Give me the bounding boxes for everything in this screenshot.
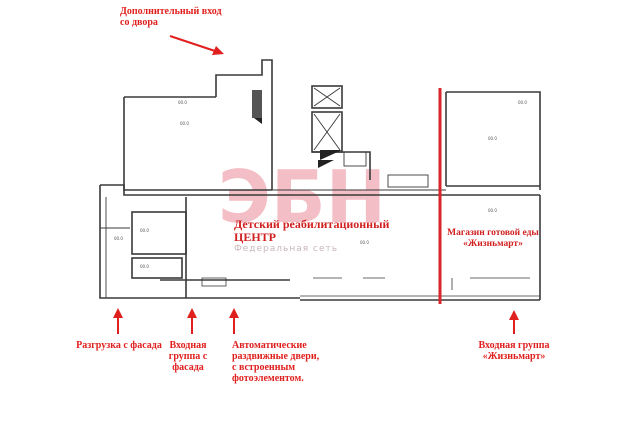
plan-walls — [99, 59, 541, 301]
svg-text:00.0: 00.0 — [140, 264, 149, 269]
svg-text:00.0: 00.0 — [178, 100, 187, 105]
elevator-shafts — [313, 87, 341, 151]
watermark-tagline: Федеральная сеть — [234, 244, 339, 254]
svg-text:00.0: 00.0 — [140, 228, 149, 233]
watermark-logo: ЭБН — [218, 155, 386, 239]
facade-entrance-label: Входная группа с фасада — [168, 340, 208, 373]
store-entrance-label: Входная группа «Жизньмарт» — [478, 340, 550, 362]
rehab-center-label: Детский реабилитационный ЦЕНТР — [234, 217, 390, 244]
stairs — [252, 90, 342, 168]
svg-text:00.0: 00.0 — [488, 136, 497, 141]
auto-doors-label: Автоматические раздвижные двери, с встро… — [232, 340, 320, 384]
dimension-marks: 00.0 00.0 00.0 00.0 00.0 00.0 00.0 00.0 … — [114, 100, 527, 269]
svg-text:00.0: 00.0 — [488, 208, 497, 213]
svg-text:00.0: 00.0 — [518, 100, 527, 105]
red-arrows — [113, 35, 519, 334]
svg-text:00.0: 00.0 — [180, 121, 189, 126]
grocery-store-label: Магазин готовой еды «Жизньмарт» — [447, 228, 539, 249]
unloading-label: Разгрузка с фасада — [76, 340, 162, 351]
svg-text:00.0: 00.0 — [360, 240, 369, 245]
svg-text:00.0: 00.0 — [114, 236, 123, 241]
back-entrance-label: Дополнительный вход со двора — [120, 6, 222, 28]
